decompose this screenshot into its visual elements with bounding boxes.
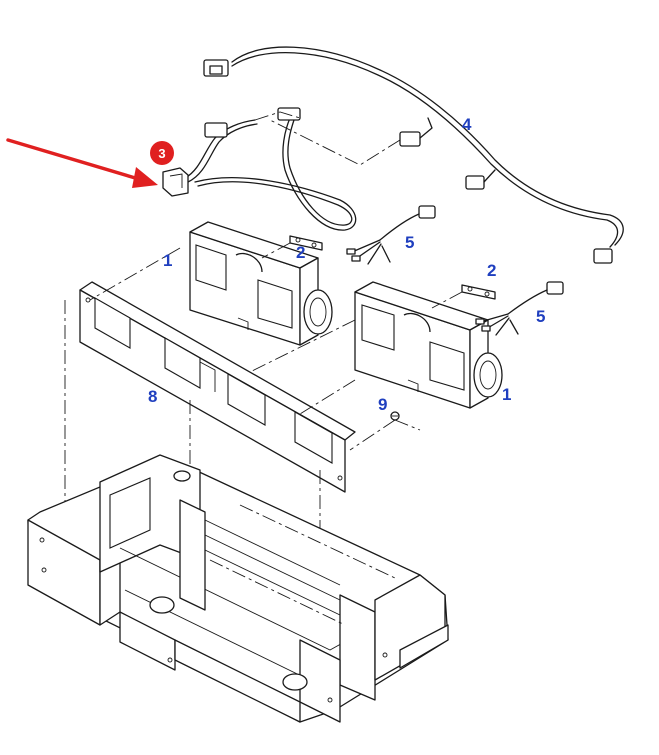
callout-number: 3	[158, 146, 165, 161]
harness-left[interactable]	[346, 205, 436, 265]
callout-connector	[162, 167, 189, 197]
label-harness-right: 5	[536, 307, 545, 326]
bracket-right[interactable]	[431, 284, 496, 309]
label-bracket-right: 2	[487, 261, 496, 280]
label-blower-right: 1	[502, 385, 511, 404]
label-bracket-left: 2	[296, 243, 305, 262]
main-wire-harness[interactable]	[203, 46, 624, 264]
label-panel: 8	[148, 387, 157, 406]
screw[interactable]	[349, 411, 421, 451]
mounting-panel[interactable]	[79, 281, 356, 493]
harness-right[interactable]	[475, 281, 564, 336]
label-screw: 9	[378, 395, 387, 414]
blower-right[interactable]	[354, 281, 503, 409]
blower-left[interactable]	[189, 221, 333, 346]
label-blower-left: 1	[163, 251, 172, 270]
sensor-harness[interactable]	[162, 107, 357, 231]
label-harness-left: 5	[405, 233, 414, 252]
bracket-left[interactable]	[261, 235, 323, 259]
callout-arrow	[6, 138, 158, 188]
label-main-harness: 4	[462, 115, 472, 134]
callout-badge[interactable]: 3	[150, 141, 174, 165]
chassis-frame[interactable]	[27, 454, 449, 723]
part-labels: 4 1 2 5 2 5 1 8 9	[148, 115, 545, 414]
